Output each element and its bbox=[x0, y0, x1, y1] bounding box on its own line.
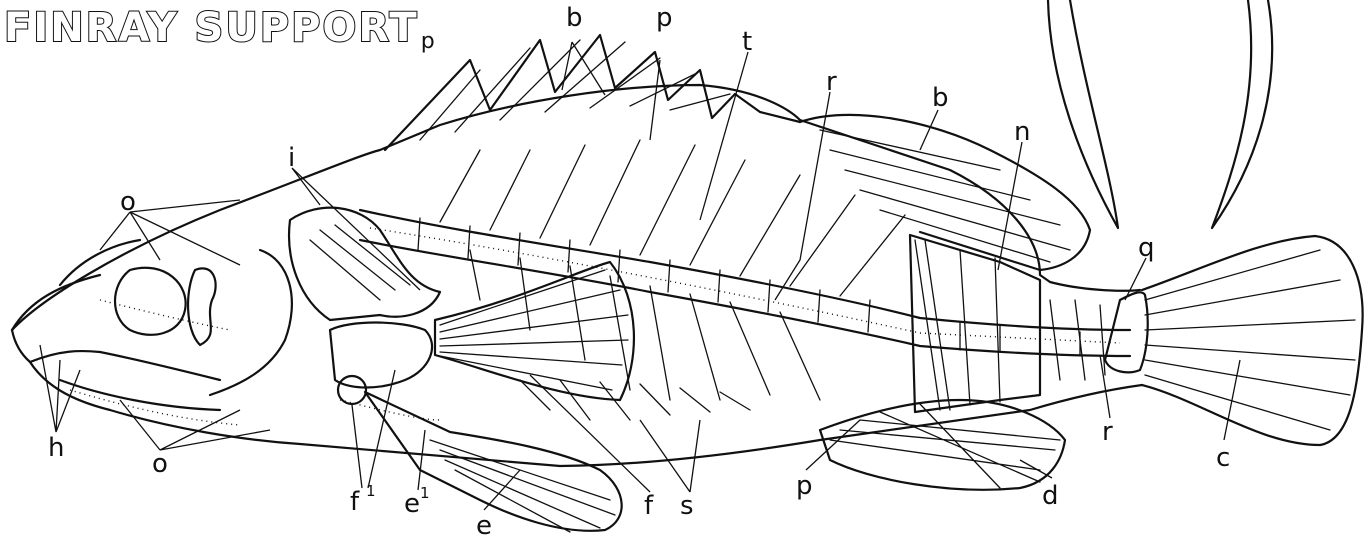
label-i: i bbox=[288, 143, 295, 173]
diagram-labels: b p t r b n q r c d p s f e e 1 f 1 o h … bbox=[48, 3, 1230, 541]
label-f1-superscript: 1 bbox=[366, 482, 376, 500]
label-p-top: p bbox=[656, 3, 673, 33]
soft-dorsal-fin bbox=[800, 115, 1090, 270]
caudal-region bbox=[910, 235, 1148, 412]
caudal-fin bbox=[1142, 236, 1363, 445]
neural-spines bbox=[440, 140, 905, 296]
label-o-top: o bbox=[120, 187, 136, 217]
label-t: t bbox=[742, 27, 752, 57]
anal-fin bbox=[820, 400, 1065, 490]
label-e: e bbox=[476, 511, 492, 541]
label-r-tail: r bbox=[1102, 417, 1113, 447]
label-h: h bbox=[48, 433, 64, 463]
label-c: c bbox=[1216, 443, 1230, 473]
label-e1-superscript: 1 bbox=[420, 484, 430, 502]
label-d: d bbox=[1042, 481, 1059, 511]
label-o-bottom: o bbox=[152, 449, 168, 479]
label-q: q bbox=[1138, 233, 1155, 263]
label-n: n bbox=[1014, 117, 1030, 147]
label-f1: f bbox=[350, 487, 360, 517]
ribs bbox=[470, 250, 820, 420]
label-e1: e bbox=[404, 489, 420, 519]
label-r-top: r bbox=[826, 67, 837, 97]
pelvic-fin bbox=[338, 376, 622, 532]
label-f: f bbox=[644, 491, 654, 521]
label-b-right: b bbox=[932, 83, 949, 113]
label-b-top: b bbox=[566, 3, 583, 33]
head-skeleton bbox=[12, 208, 440, 425]
label-p-bottom: p bbox=[796, 471, 813, 501]
label-s: s bbox=[680, 491, 694, 521]
spine-detail-drawing bbox=[1048, 0, 1272, 228]
